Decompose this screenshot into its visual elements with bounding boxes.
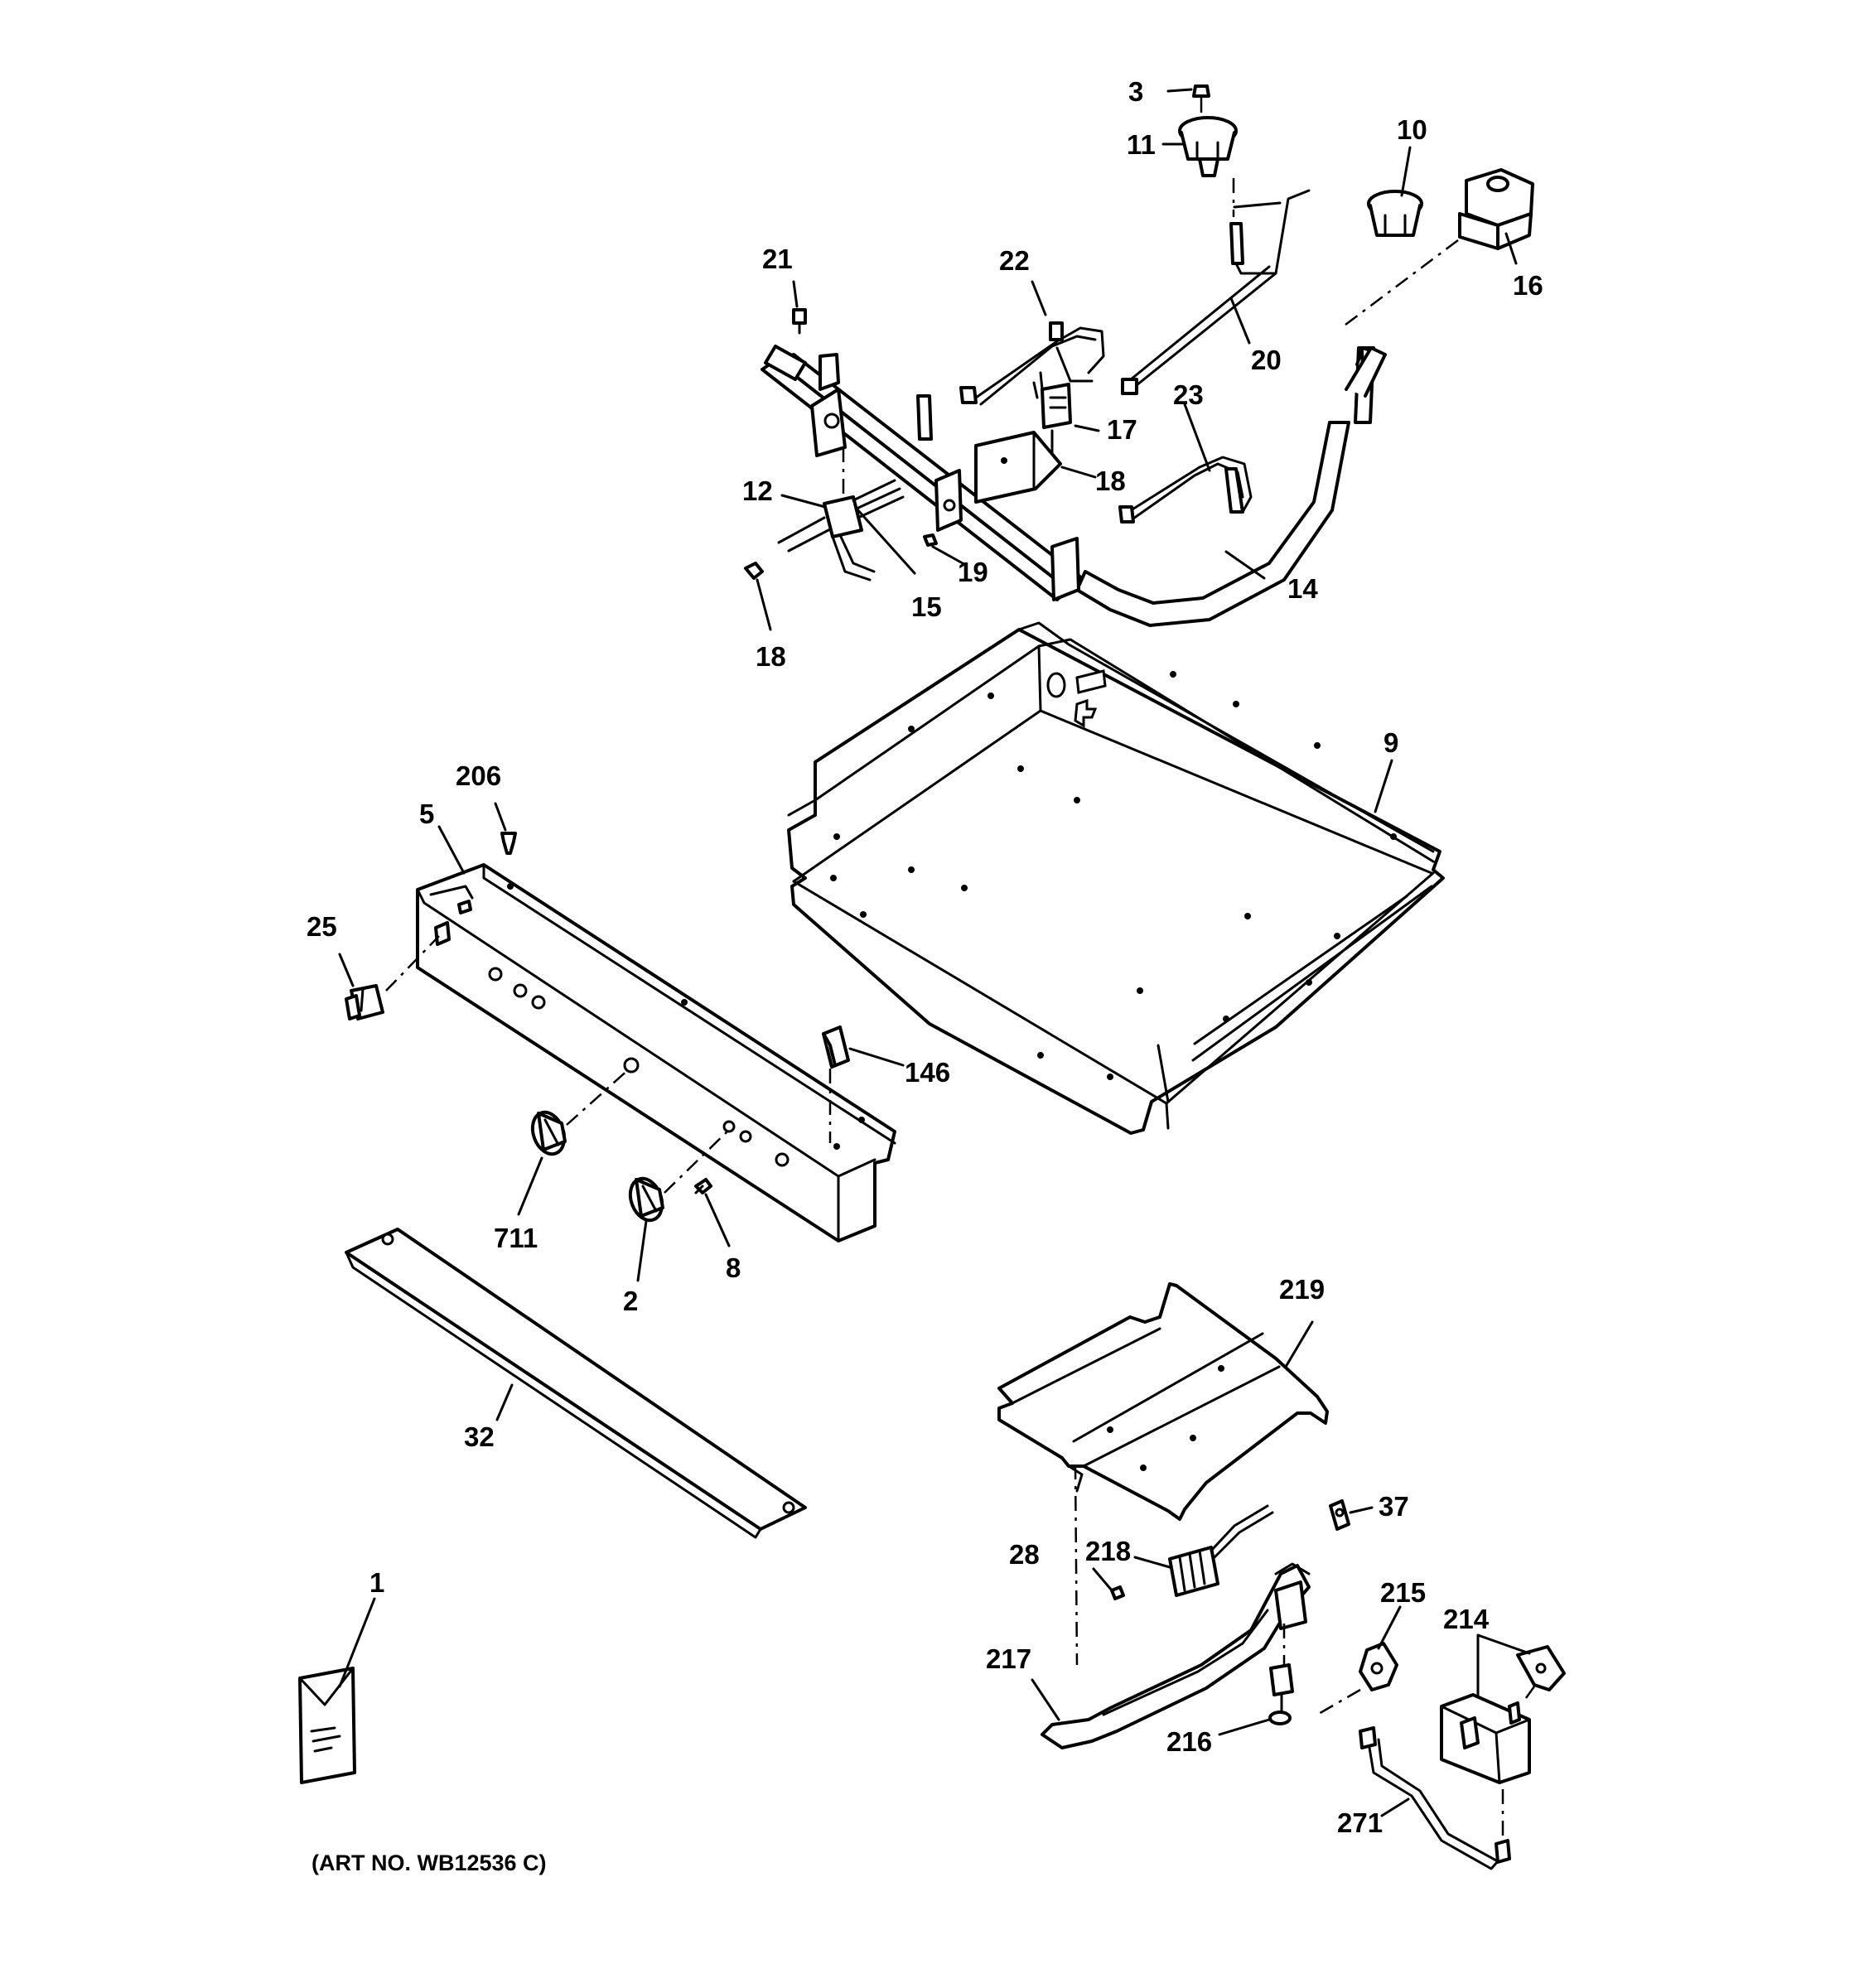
bracket-215 [1359, 1642, 1398, 1691]
bracket-37 [1329, 1499, 1350, 1531]
callout-15: 15 [911, 591, 942, 622]
nut-18 [744, 562, 764, 580]
literature-1 [298, 1667, 356, 1784]
igniter-switch-12 [777, 447, 905, 581]
callout-217: 217 [986, 1643, 1031, 1674]
knob-711 [530, 1110, 567, 1156]
callout-28: 28 [1009, 1539, 1040, 1570]
bracket-214b [1516, 1645, 1566, 1691]
wire-harness-218 [1168, 1504, 1274, 1597]
callout-18-nut: 18 [756, 641, 786, 672]
callout-10: 10 [1397, 114, 1427, 145]
callout-labels: 3 11 10 16 21 22 20 23 17 18 12 19 14 15… [307, 76, 1543, 1838]
control-panel-5 [416, 863, 896, 1242]
callout-2: 2 [623, 1286, 638, 1316]
callout-215: 215 [1380, 1577, 1426, 1608]
callout-25: 25 [307, 911, 337, 942]
clip-146 [822, 1025, 850, 1069]
callout-8: 8 [726, 1252, 741, 1283]
orifice-bracket-17 [1032, 371, 1072, 462]
callout-218: 218 [1085, 1536, 1131, 1566]
screw-8 [694, 1178, 712, 1194]
screw-206 [500, 832, 517, 855]
burner-cap-3 [1192, 84, 1210, 98]
burner-tube-22 [959, 321, 1105, 406]
callout-19: 19 [958, 557, 988, 587]
gas-tube-271 [1359, 1726, 1511, 1870]
art-number-caption: (ART NO. WB12536 C) [311, 1850, 547, 1875]
callout-16: 16 [1513, 270, 1543, 301]
callout-1: 1 [369, 1567, 384, 1598]
callout-5: 5 [419, 799, 434, 829]
gas-valve-214 [1440, 1693, 1531, 1784]
burner-tube-20 [1121, 189, 1311, 395]
callout-37: 37 [1379, 1491, 1409, 1522]
callout-146: 146 [905, 1057, 950, 1088]
bracket-18 [974, 431, 1062, 504]
callout-219: 219 [1279, 1274, 1325, 1305]
callout-14: 14 [1287, 573, 1318, 604]
callout-3: 3 [1128, 76, 1143, 107]
callout-17: 17 [1107, 414, 1137, 445]
callout-20: 20 [1251, 345, 1282, 375]
callout-22: 22 [999, 245, 1030, 276]
burner-tube-23 [1118, 456, 1253, 524]
callout-18-bracket: 18 [1095, 466, 1126, 496]
bolt-21 [792, 308, 807, 335]
callout-23: 23 [1173, 379, 1204, 410]
screw-28 [1110, 1585, 1125, 1600]
manifold-rail [761, 345, 1084, 601]
knob-2 [628, 1176, 664, 1223]
gas-valve-16 [1458, 168, 1534, 250]
trim-strip-32 [345, 1228, 807, 1539]
burner-head-11 [1178, 116, 1238, 177]
burner-head-10 [1367, 190, 1423, 237]
screw-19 [923, 533, 938, 547]
broiler-burner-217 [1041, 1562, 1311, 1749]
callout-9: 9 [1384, 727, 1398, 758]
callout-711: 711 [494, 1223, 538, 1253]
callout-32: 32 [464, 1421, 495, 1452]
switch-25 [345, 984, 384, 1021]
callout-11: 11 [1127, 129, 1156, 160]
leader-lines [338, 88, 1531, 1817]
callout-21: 21 [762, 244, 793, 274]
gas-manifold-14 [1075, 346, 1387, 627]
burner-box-9 [787, 621, 1445, 1135]
callout-12: 12 [742, 475, 773, 506]
callout-216: 216 [1166, 1726, 1212, 1757]
broiler-shield-219 [997, 1282, 1329, 1521]
callout-271: 271 [1337, 1807, 1383, 1838]
callout-206: 206 [456, 760, 501, 791]
callout-214: 214 [1443, 1604, 1490, 1634]
electrode-216 [1268, 1663, 1294, 1725]
